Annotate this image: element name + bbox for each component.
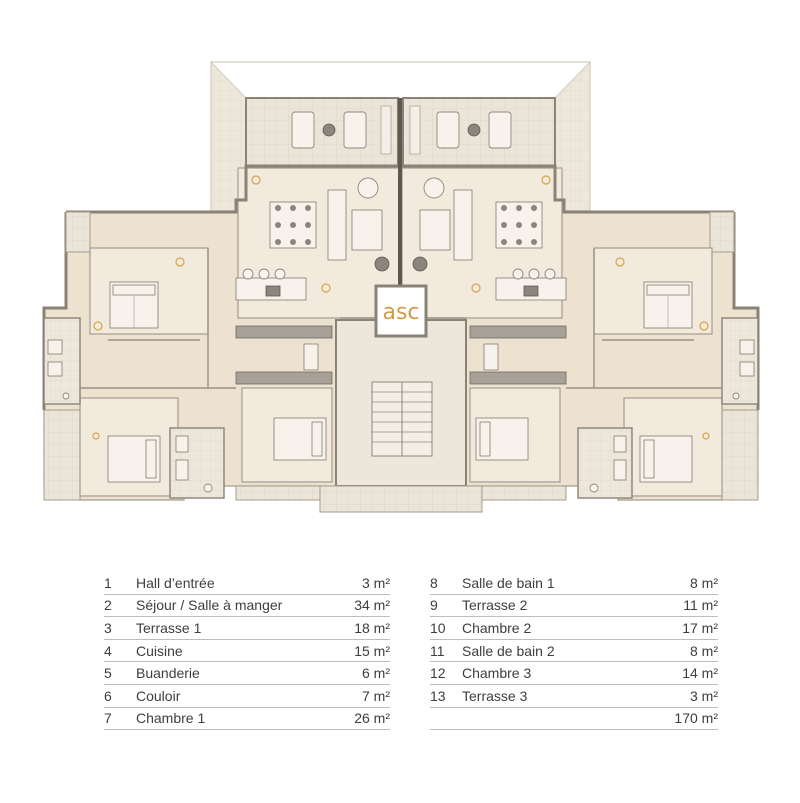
room-name: Chambre 3 [462, 665, 532, 682]
legend-row: 13 Terrasse 3 3 m² [430, 685, 718, 708]
legend-row: 9 Terrasse 2 11 m² [430, 595, 718, 618]
room-area: 8 m² [690, 642, 718, 659]
room-name: Buanderie [136, 665, 200, 682]
bedroom-2-left [79, 397, 179, 497]
room-area: 6 m² [362, 665, 390, 682]
bedroom-1-right [593, 247, 713, 335]
legend-row: 5 Buanderie 6 m² [104, 662, 390, 685]
room-number: 1 [104, 574, 112, 591]
legend-row: 4 Cuisine 15 m² [104, 640, 390, 663]
room-area: 15 m² [354, 642, 390, 659]
room-number: 10 [430, 619, 446, 636]
bathroom-right [577, 427, 633, 499]
room-name: Cuisine [136, 642, 183, 659]
room-area: 7 m² [362, 687, 390, 704]
room-number: 5 [104, 665, 112, 682]
bottom-terraces [235, 485, 567, 501]
stair-core [319, 319, 483, 513]
room-name: Couloir [136, 687, 181, 704]
bedroom-2-right [623, 397, 723, 497]
legend-row: 11 Salle de bain 2 8 m² [430, 640, 718, 663]
room-name: Séjour / Salle à manger [136, 597, 283, 614]
room-name: Salle de bain 2 [462, 642, 555, 659]
lift: asc [374, 284, 428, 338]
room-name: Terrasse 3 [462, 687, 528, 704]
room-name: Salle de bain 1 [462, 574, 555, 591]
room-name: Hall d’entrée [136, 574, 215, 591]
room-area: 3 m² [690, 687, 718, 704]
room-number: 8 [430, 574, 438, 591]
legend-row: 3 Terrasse 1 18 m² [104, 617, 390, 640]
bedroom-3-right [469, 387, 561, 483]
bedroom-3-left [241, 387, 333, 483]
room-area: 26 m² [354, 710, 390, 727]
side-terrace-left [43, 211, 91, 501]
living-furniture-right [412, 175, 567, 301]
room-area: 11 m² [683, 597, 718, 614]
legend-row: 1 Hall d’entrée 3 m² [104, 572, 390, 595]
legend-row: 10 Chambre 2 17 m² [430, 617, 718, 640]
room-area: 14 m² [682, 665, 718, 682]
bathroom-left [169, 427, 225, 499]
room-name: Terrasse 1 [136, 619, 202, 636]
room-area: 18 m² [354, 619, 390, 636]
legend-row: 7 Chambre 1 26 m² [104, 708, 390, 731]
bedroom-1-left [89, 247, 209, 335]
side-terrace-right [709, 211, 759, 501]
room-number: 13 [430, 687, 446, 704]
legend-row: 2 Séjour / Salle à manger 34 m² [104, 595, 390, 618]
room-area: 8 m² [690, 574, 718, 591]
room-number: 9 [430, 597, 438, 614]
floor-plan-drawing: asc [42, 61, 760, 513]
room-name: Chambre 1 [136, 710, 206, 727]
room-number: 11 [430, 642, 445, 659]
room-area-legend: 1 Hall d’entrée 3 m² 2 Séjour / Salle à man… [104, 572, 718, 742]
kitchen-left [235, 325, 333, 385]
kitchen-right [469, 325, 567, 385]
room-area: 17 m² [682, 619, 718, 636]
legend-column-right: 8 Salle de bain 1 8 m² 9 Terrasse 2 11 m² 10… [430, 572, 718, 731]
total-area: 170 m² [674, 710, 718, 727]
bathroom-right-2 [721, 317, 759, 405]
room-number: 4 [104, 642, 112, 659]
room-area: 34 m² [354, 597, 390, 614]
room-number: 7 [104, 710, 112, 727]
terrace-2 [402, 97, 556, 167]
floor-plan: asc [42, 61, 760, 513]
room-area: 3 m² [362, 574, 390, 591]
lift-label: asc [382, 300, 419, 325]
legend-column-left: 1 Hall d’entrée 3 m² 2 Séjour / Salle à man… [104, 572, 390, 731]
room-number: 6 [104, 687, 112, 704]
legend-row: 8 Salle de bain 1 8 m² [430, 572, 718, 595]
room-number: 12 [430, 665, 446, 682]
room-name: Terrasse 2 [462, 597, 528, 614]
room-name: Chambre 2 [462, 619, 532, 636]
room-number: 3 [104, 619, 112, 636]
terrace-1 [245, 97, 399, 167]
bathroom-left-2 [43, 317, 81, 405]
legend-row: 6 Couloir 7 m² [104, 685, 390, 708]
room-number: 2 [104, 597, 112, 614]
legend-row: 12 Chambre 3 14 m² [430, 662, 718, 685]
legend-total-row: 170 m² [430, 708, 718, 731]
living-furniture-left [235, 175, 390, 301]
